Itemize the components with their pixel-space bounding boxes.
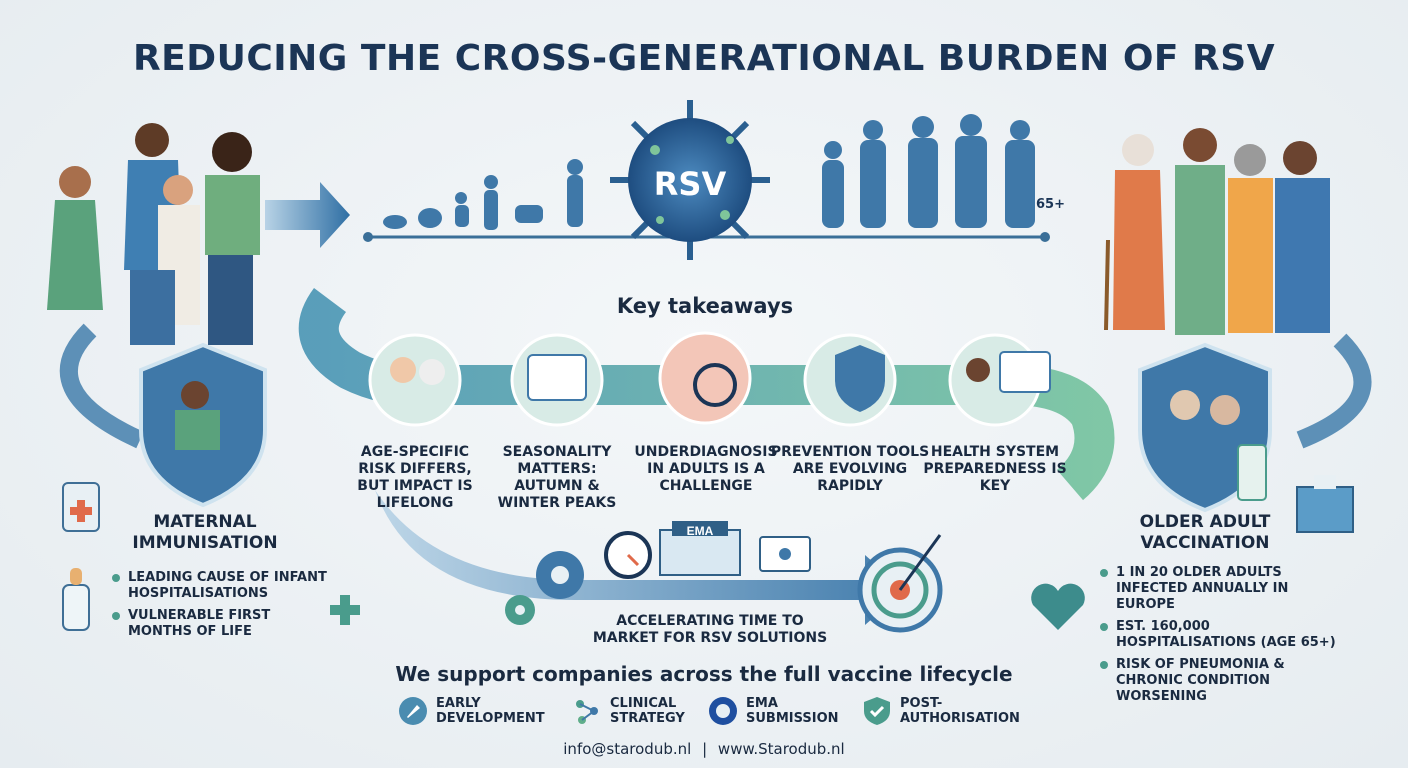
arrow-right-down [1296,333,1372,449]
takeaway-prevention: PREVENTION TOOLS ARE EVOLVING RAPIDLY [770,444,930,494]
target-icon [857,534,943,633]
older-bullet: EST. 160,000 HOSPITALISATIONS (AGE 65+) [1100,619,1350,651]
older-adults-illustration [1104,128,1330,335]
rsv-label: RSV [653,165,727,203]
takeaway-preparedness: HEALTH SYSTEM PREPAREDNESS IS KEY [923,444,1067,494]
service-ema-submission: EMA SUBMISSION [708,696,846,726]
maternal-bullet: LEADING CAUSE OF INFANT HOSPITALISATIONS [112,570,332,602]
molecule-icon [576,700,598,724]
rsv-virus-icon [610,100,770,260]
age-65-label: 65+ [1036,197,1065,212]
service-clinical-strategy: CLINICAL STRATEGY [572,696,690,726]
maternal-bullets: LEADING CAUSE OF INFANT HOSPITALISATIONS… [112,570,332,646]
adult-silhouettes [822,114,1035,228]
older-bullets: 1 IN 20 OLDER ADULTS INFECTED ANNUALLY I… [1100,565,1350,711]
baby-bottle-icon [62,568,90,631]
accelerating-arrow [375,490,905,625]
rocket-icon [399,697,427,725]
contact-separator: | [702,740,708,758]
arrow-left-down [59,323,144,449]
older-title: OLDER ADULT VACCINATION [1139,512,1271,553]
child-silhouettes [383,159,583,230]
older-shield-icon [1138,342,1272,513]
hospital-icon [1296,475,1354,533]
key-takeaways-heading: Key takeaways [616,294,794,318]
older-bullet: 1 IN 20 OLDER ADULTS INFECTED ANNUALLY I… [1100,565,1350,613]
contact-line: info@starodub.nl | www.Starodub.nl [0,740,1408,758]
page-title: REDUCING THE CROSS-GENERATIONAL BURDEN O… [132,38,1276,79]
ema-building-icon [659,521,741,576]
service-post-authorisation: POST-AUTHORISATION [862,696,1030,726]
shield-check-icon [864,697,890,725]
support-statement: We support companies across the full vac… [395,662,1013,686]
takeaway-underdiagnosis: UNDERDIAGNOSIS IN ADULTS IS A CHALLENGE [634,444,778,494]
ema-sign: EMA [687,524,714,538]
older-bullet: RISK OF PNEUMONIA & CHRONIC CONDITION WO… [1100,657,1350,705]
family-illustration [47,123,260,345]
arrow-to-timeline [265,182,350,248]
plus-icon [330,595,360,625]
seal-icon [709,697,737,725]
gears-icon [505,551,584,625]
takeaway-age-risk: AGE-SPECIFIC RISK DIFFERS, BUT IMPACT IS… [357,444,473,511]
stopwatch-icon [604,531,652,579]
accelerating-caption: ACCELERATING TIME TO MARKET FOR RSV SOLU… [592,613,828,646]
maternal-title: MATERNAL IMMUNISATION [132,512,278,553]
maternal-shield-icon [139,342,267,508]
monitor-icon [759,536,811,572]
maternal-bullet: VULNERABLE FIRST MONTHS OF LIFE [112,608,332,640]
takeaway-icons [368,331,1051,427]
contact-website[interactable]: www.Starodub.nl [717,740,845,758]
takeaway-seasonality: SEASONALITY MATTERS: AUTUMN & WINTER PEA… [497,444,617,511]
clipboard-cross-icon [62,482,100,532]
heart-pulse-icon [1031,583,1085,630]
contact-email[interactable]: info@starodub.nl [563,740,692,758]
service-early-development: EARLY DEVELOPMENT [398,696,546,726]
